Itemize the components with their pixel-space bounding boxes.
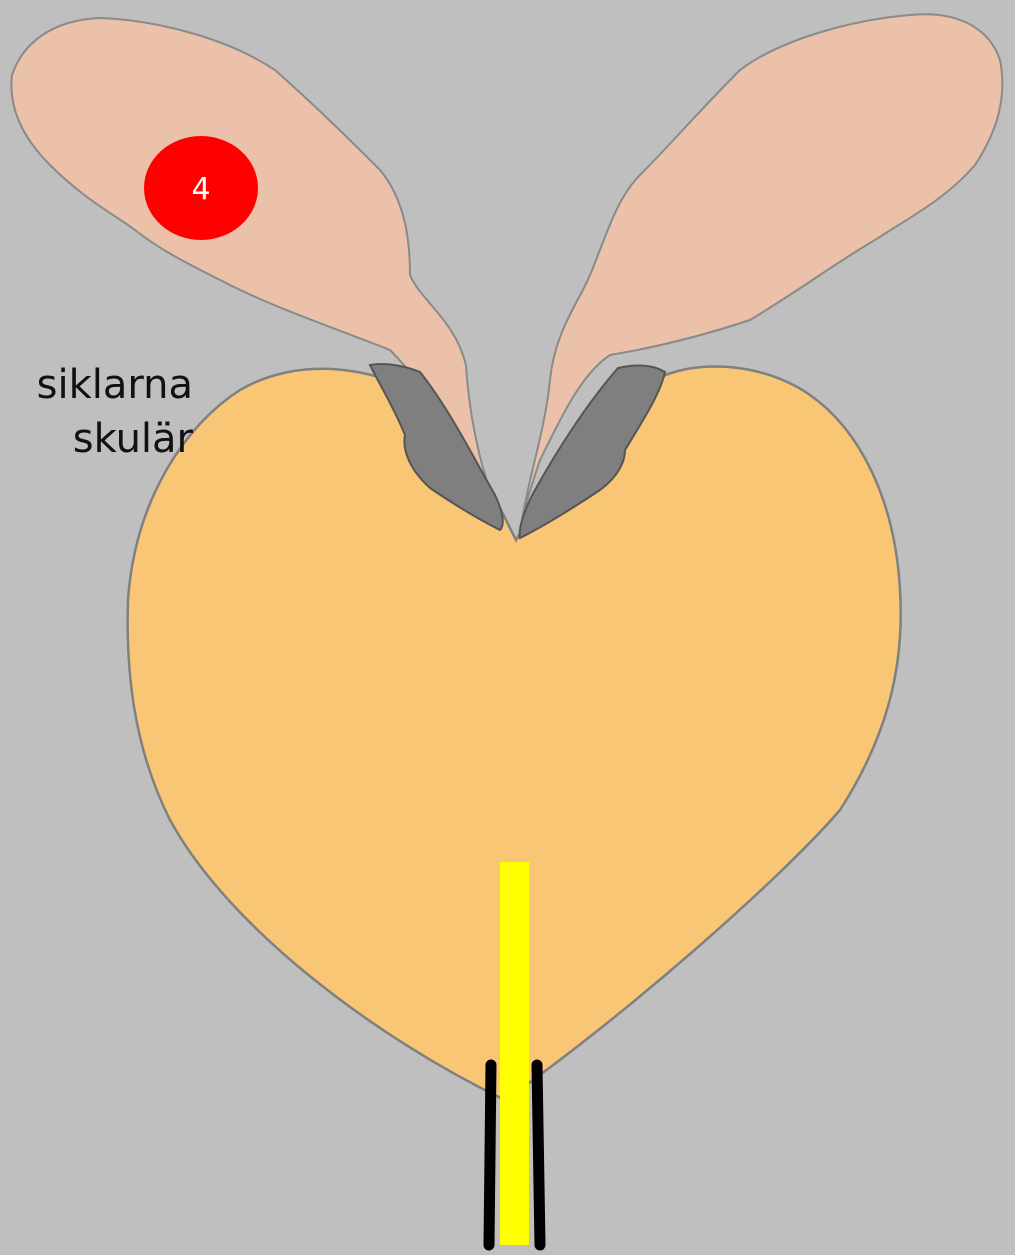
right-urethra-border (537, 1065, 540, 1245)
left-urethra-border (489, 1065, 491, 1245)
side-text-block: siklarna skulär (0, 358, 193, 466)
number-badge: 4 (144, 136, 258, 240)
side-text-line-1: siklarna (0, 358, 193, 412)
urethra (500, 862, 529, 1245)
side-text-line-2: skulär (0, 412, 193, 466)
badge-number: 4 (191, 172, 210, 207)
